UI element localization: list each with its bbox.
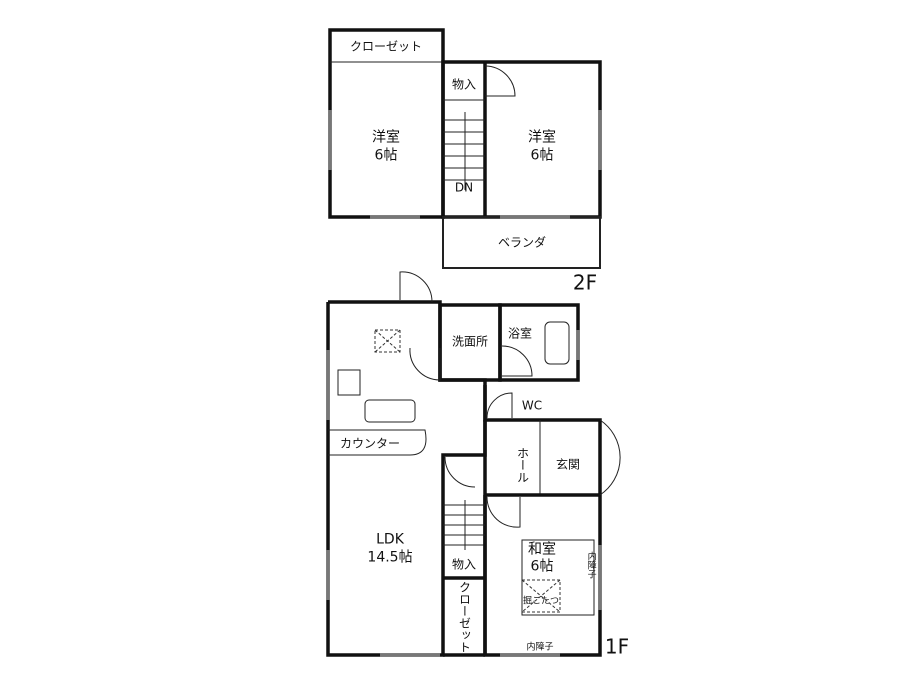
kotatsu-label: 掘こたつ [522, 596, 560, 607]
room-label-washroom: 洗面所 [451, 334, 489, 349]
door-swing [484, 65, 516, 97]
floor-label-2f: 2F [572, 270, 598, 295]
shoji-label-east: 内障子 [585, 551, 596, 579]
floor-label-1f: 1F [604, 634, 630, 659]
room-size-east-room: 6帖 [530, 147, 554, 164]
room-label-hall: ホール [515, 447, 530, 483]
floor-1-stairs [443, 500, 485, 550]
room-label-wc: WC [521, 398, 543, 413]
room-label-japanese-room: 和室 [528, 541, 556, 558]
room-label-veranda: ベランダ [497, 235, 547, 250]
floor-2-walls [328, 28, 602, 269]
shoji-label-south: 内障子 [526, 642, 554, 653]
room-label-storage-2f: 物入 [451, 77, 477, 92]
room-size-west-room: 6帖 [374, 147, 398, 164]
door-swings [399, 271, 621, 528]
room-label-closet-2f: クローゼット [349, 39, 423, 54]
room-label-entrance: 玄関 [555, 457, 581, 472]
counter-label: カウンター [339, 436, 401, 451]
room-label-bathroom: 浴室 [507, 326, 533, 341]
room-label-ldk: LDK [376, 531, 404, 548]
room-label-east-room: 洋室 [528, 129, 556, 146]
room-size-ldk: 14.5帖 [367, 549, 413, 566]
room-label-closet-1f: クローゼット [457, 581, 472, 653]
floor-2-stairs [443, 112, 485, 190]
floor-1-walls [326, 300, 602, 657]
room-label-west-room: 洋室 [372, 129, 400, 146]
room-size-japanese-room: 6帖 [530, 558, 554, 575]
stairs-down-label: DN [454, 180, 474, 195]
room-label-storage-1f: 物入 [451, 557, 477, 572]
